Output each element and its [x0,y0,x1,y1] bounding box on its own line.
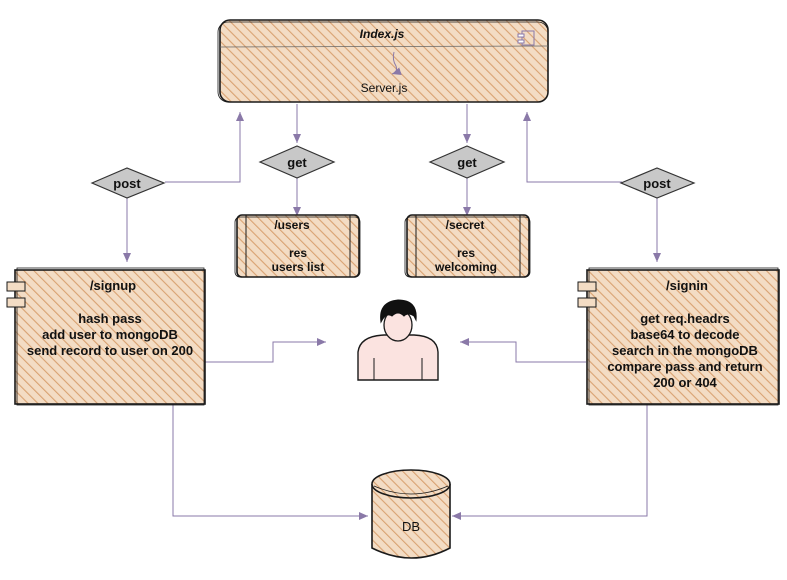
signup-box [6,267,206,406]
connector-lines [123,104,661,520]
index-box [217,19,549,103]
get-secret-diamond [428,145,506,179]
get-users-label: get [287,155,307,170]
users-box-line2: users list [271,260,325,274]
secret-box [404,214,531,278]
component-icon [517,30,535,46]
signin-line-5: 200 or 404 [653,375,717,390]
users-box-line1: res [288,246,308,260]
secret-box-title: /secret [445,218,485,232]
get-users-diamond [258,145,336,179]
signin-line-3: search in the mongoDB [612,343,758,358]
signin-line-4: compare pass and return [607,359,763,374]
signup-box-title: /signup [89,278,137,293]
post-right-diamond [619,167,696,199]
signin-box-title: /signin [666,278,708,293]
db-label: DB [401,519,421,534]
users-box [234,214,361,278]
post-left-label: post [113,176,141,191]
signin-box [577,267,780,406]
users-box-title: /users [274,218,310,232]
signin-line-2: base64 to decode [630,327,740,342]
index-box-title: Index.js [359,27,405,41]
get-secret-label: get [457,155,477,170]
index-box-subtitle: Server.js [360,81,408,95]
user-avatar-icon [357,299,439,381]
secret-box-line1: res [456,246,476,260]
post-left-diamond [90,167,166,199]
signup-line-3: send record to user on 200 [26,343,194,358]
signin-line-1: get req.headrs [640,311,730,326]
signup-line-1: hash pass [78,311,142,326]
secret-box-line2: welcoming [434,260,497,274]
signup-line-2: add user to mongoDB [42,327,178,342]
db-cylinder [371,469,451,559]
post-right-label: post [643,176,671,191]
